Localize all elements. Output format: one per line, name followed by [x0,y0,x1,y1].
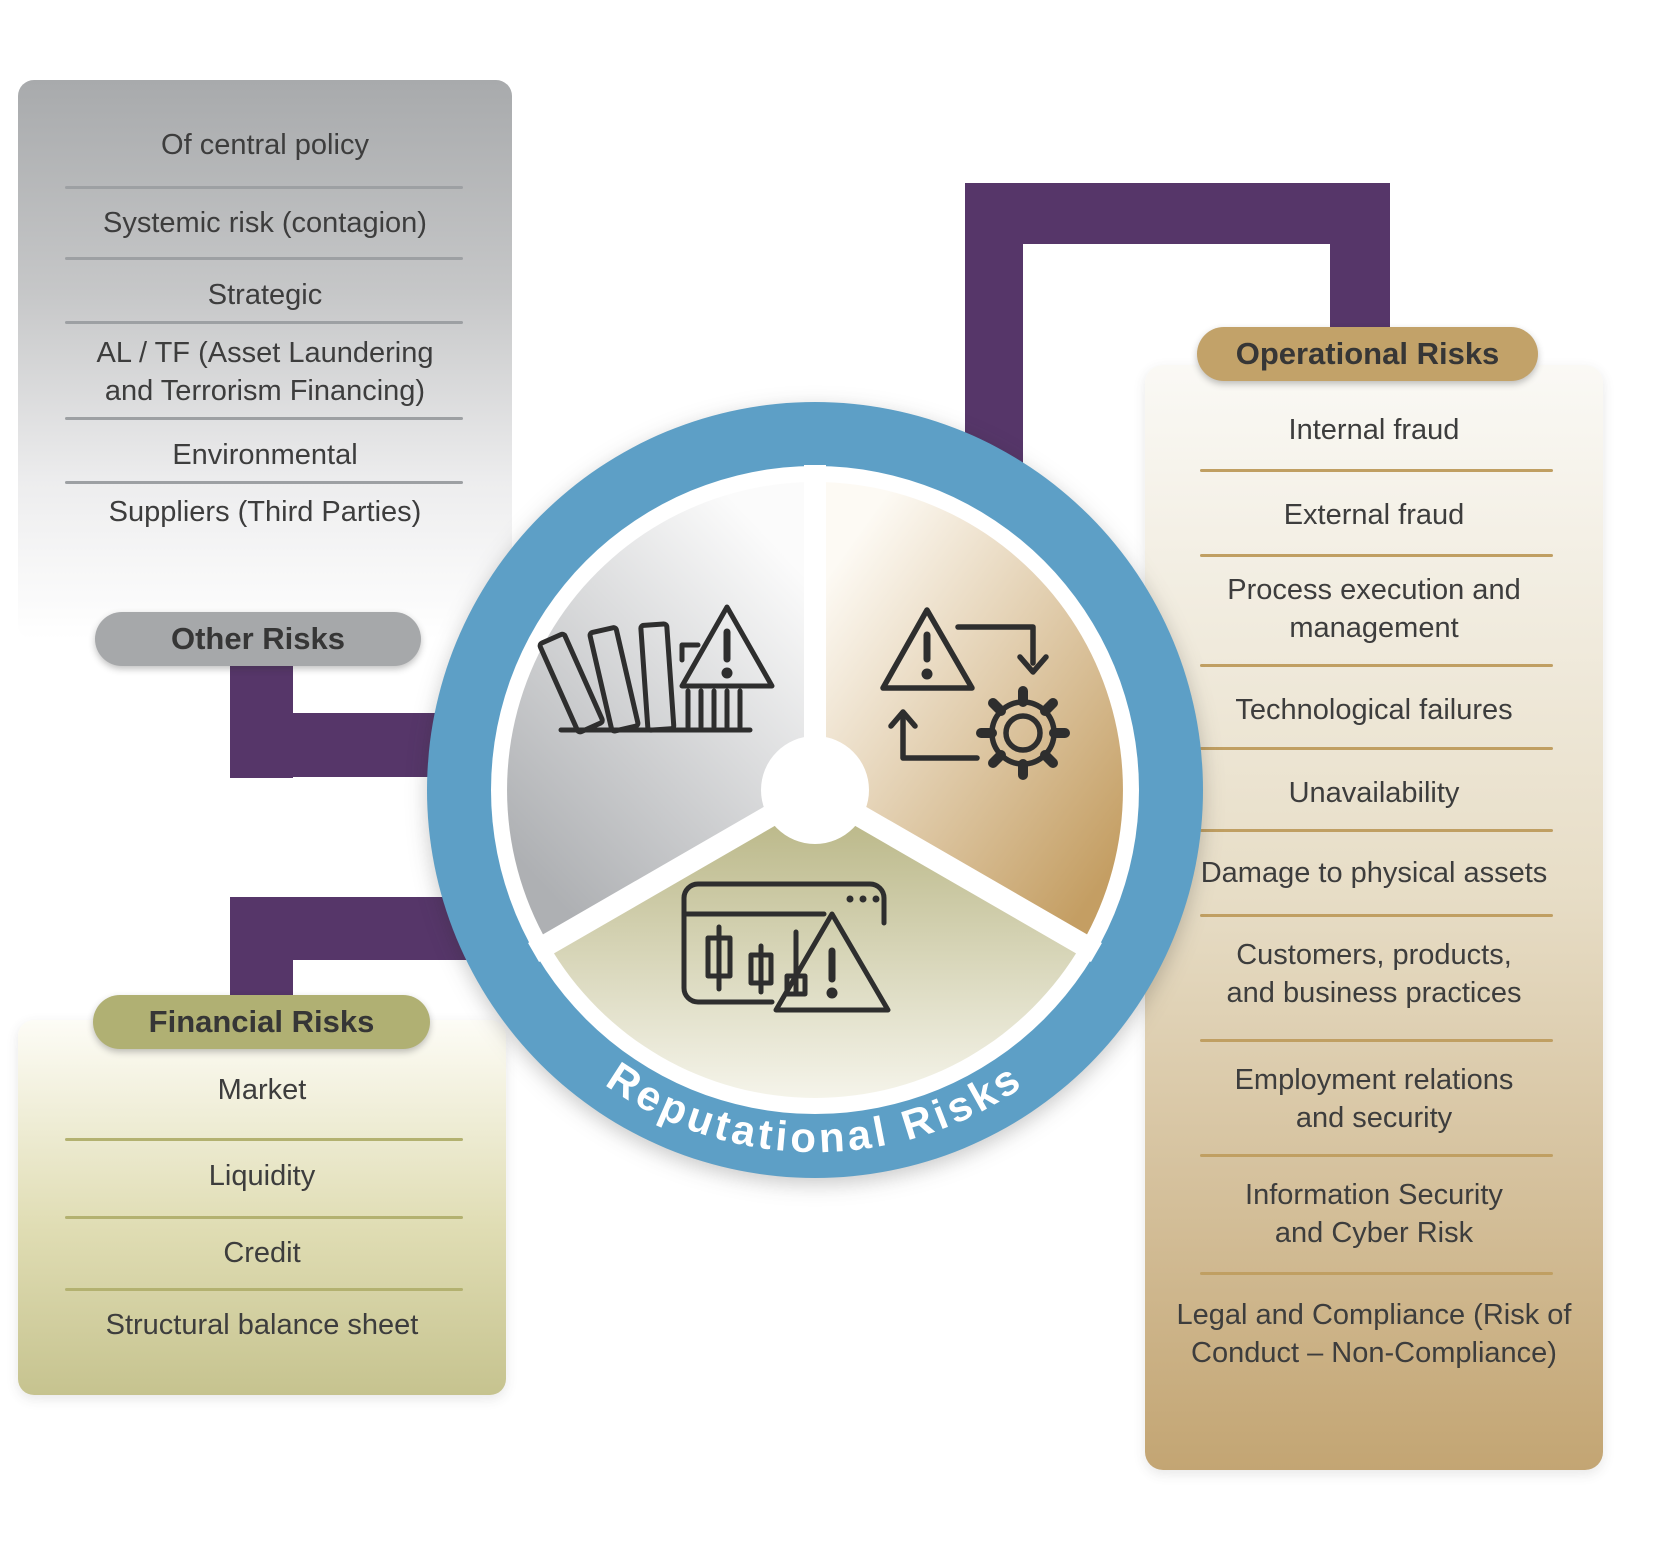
connector-other-vertical [230,660,293,778]
divider [1200,829,1553,832]
risk-item: Structural balance sheet [105,1309,419,1341]
risk-item: Process execution and management [1227,574,1521,644]
divider [65,1216,463,1219]
risk-item: Legal and Compliance (Risk of Conduct – … [1176,1299,1572,1369]
divider [65,417,463,420]
connector-financial-vertical [230,897,293,998]
divider [65,481,463,484]
connector-operational-right-vertical [1330,240,1390,332]
connector-operational-horizontal [965,183,1390,244]
financial-risks-pill: Financial Risks [93,995,430,1049]
divider [65,257,463,260]
operational-risks-pill: Operational Risks [1197,327,1538,381]
other-risks-pill: Other Risks [95,612,421,666]
risk-item: Market [217,1074,307,1106]
risk-item: Suppliers (Third Parties) [108,496,422,528]
divider [65,321,463,324]
risk-item: Customers, products, and business practi… [1226,939,1522,1009]
risk-item: Employment relations and security [1234,1064,1514,1134]
risk-item: Information Security and Cyber Risk [1245,1179,1503,1249]
divider [1200,914,1553,917]
reputational-risks-wheel: Reputational Risks [427,402,1203,1178]
risk-item: Technological failures [1235,694,1513,726]
other-risks-panel: Of central policy Systemic risk (contagi… [18,80,512,640]
risk-item: AL / TF (Asset Laundering and Terrorism … [96,337,434,407]
risk-item: Environmental [172,439,358,471]
operational-risks-panel: Internal fraud External fraud Process ex… [1145,365,1603,1470]
divider [65,1138,463,1141]
risk-item: Of central policy [161,129,369,161]
divider [65,1288,463,1291]
risk-item: Damage to physical assets [1200,857,1548,889]
divider [1200,747,1553,750]
divider [65,186,463,189]
falling-books-institution-warning-icon [537,604,775,735]
risk-item: Credit [223,1237,301,1269]
market-chart-warning-icon [681,881,891,1013]
divider [1200,554,1553,557]
financial-risks-panel: Market Liquidity Credit Structural balan… [18,1020,506,1395]
wedge-separators [528,465,1102,963]
risk-item: Internal fraud [1288,414,1460,446]
risk-item: Liquidity [208,1160,316,1192]
other-risks-label: Other Risks [170,621,345,656]
divider [1200,1272,1553,1275]
process-cycle-gear-warning-icon [880,607,1070,780]
divider [1200,664,1553,667]
operational-risks-label: Operational Risks [1235,336,1500,371]
risk-item: Systemic risk (contagion) [103,207,427,239]
risk-item: Unavailability [1288,777,1460,809]
divider [1200,1154,1553,1157]
financial-risks-label: Financial Risks [148,1004,375,1039]
risk-item: External fraud [1283,499,1465,531]
divider [1200,1039,1553,1042]
divider [1200,469,1553,472]
risk-item: Strategic [207,279,323,311]
